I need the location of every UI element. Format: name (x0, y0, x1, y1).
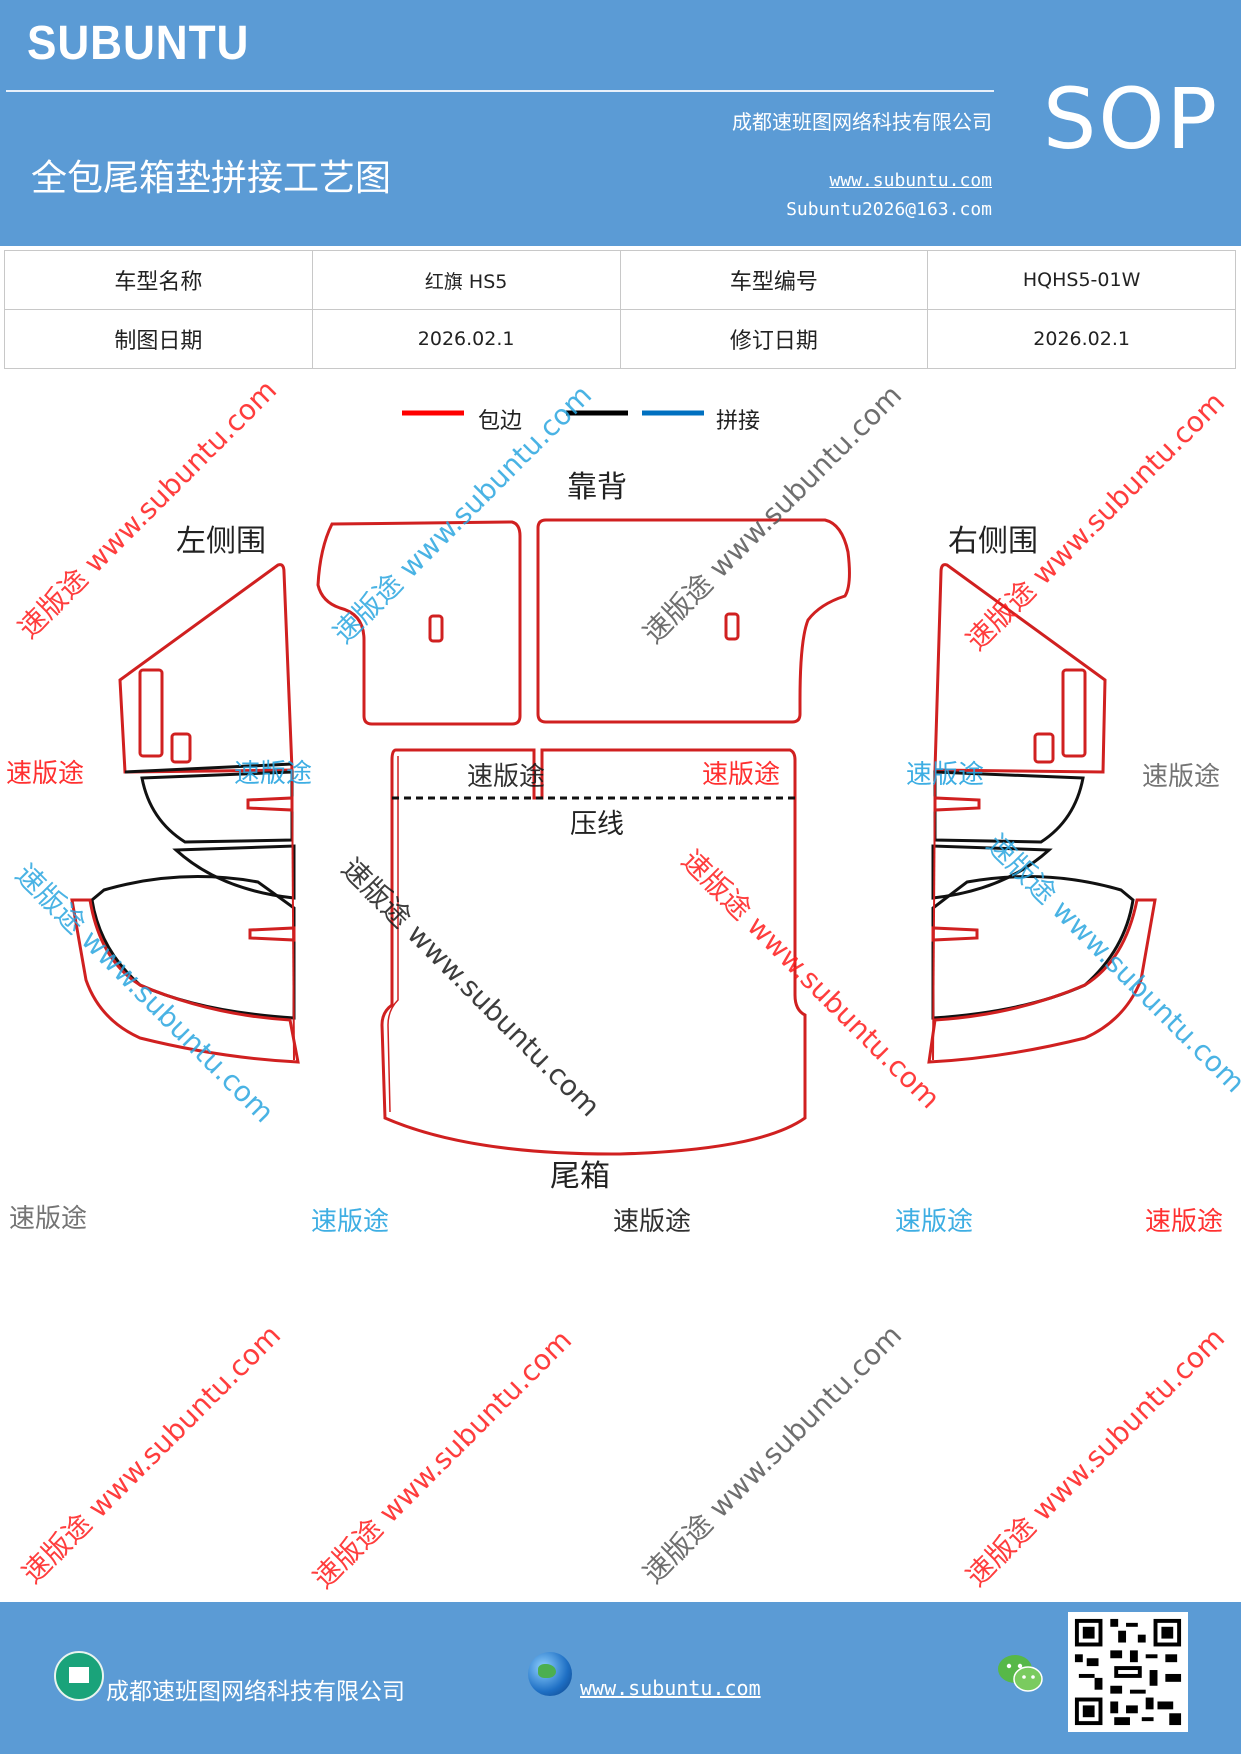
watermark-diagonal: 速版途 www.subuntu.com (675, 844, 947, 1116)
label-draw-date: 制图日期 (4, 309, 313, 369)
backrest-right-piece (536, 518, 851, 724)
watermark-brand: 速版途 (311, 1207, 389, 1237)
trunk-floor-inner (387, 756, 399, 1113)
table-row: 车型名称 红旗 HS5 车型编号 HQHS5-01W (4, 250, 1236, 310)
watermark-brand: 速版途 (895, 1207, 973, 1237)
watermark-diagonal: 速版途 www.subuntu.com (307, 1323, 579, 1595)
watermark-diagonal: 速版途 www.subuntu.com (637, 1318, 909, 1590)
header-website-link[interactable]: www.subuntu.com (829, 170, 992, 191)
globe-icon (528, 1652, 572, 1696)
header-company: 成都速班图网络科技有限公司 (732, 110, 992, 134)
left-stitch (291, 769, 295, 1061)
value-model-name: 红旗 HS5 (311, 250, 621, 310)
left-panel-4-tab (248, 926, 296, 942)
header-banner (0, 0, 1241, 246)
label-model-name: 车型名称 (4, 250, 313, 310)
watermark-diagonal: 速版途 www.subuntu.com (980, 828, 1241, 1100)
left-panel-seam-1 (124, 762, 293, 774)
left-panel-4 (90, 875, 296, 1020)
qr-code[interactable] (1068, 1612, 1188, 1732)
table-row: 制图日期 2026.02.1 修订日期 2026.02.1 (4, 309, 1236, 369)
watermark-diagonal: 速版途 www.subuntu.com (960, 385, 1232, 657)
backrest-left-slot (428, 614, 444, 643)
left-panel-2-tab (246, 796, 294, 812)
watermark-brand: 速版途 (613, 1207, 691, 1237)
watermark-brand: 速版途 (906, 760, 984, 790)
left-panel-3 (172, 844, 296, 900)
label-backrest: 靠背 (567, 470, 627, 505)
page-title: 全包尾箱垫拼接工艺图 (31, 158, 392, 199)
right-window-slot (1061, 668, 1087, 758)
watermark-brand: 速版途 (234, 759, 312, 789)
left-panel-2 (140, 770, 294, 844)
info-table: 车型名称 红旗 HS5 车型编号 HQHS5-01W 制图日期 2026.02.… (4, 250, 1236, 369)
sop-badge: SOP (1043, 70, 1220, 168)
header-email[interactable]: Subuntu2026@163.com (786, 199, 992, 220)
header-divider (6, 90, 994, 92)
watermark-diagonal: 速版途 www.subuntu.com (327, 378, 599, 650)
trunk-floor-piece (380, 748, 807, 1156)
right-upper-panel (933, 563, 1107, 774)
left-small-slot (170, 732, 192, 764)
left-upper-panel (118, 563, 294, 774)
label-crease: 压线 (570, 809, 624, 840)
backrest-left-piece (316, 520, 522, 726)
watermark-diagonal: 速版途 www.subuntu.com (960, 1321, 1232, 1593)
watermark-diagonal: 速版途 www.subuntu.com (335, 852, 607, 1124)
watermark-brand: 速版途 (6, 759, 84, 789)
right-small-slot (1033, 732, 1055, 764)
watermark-brand: 速版途 (702, 760, 780, 790)
footer-company: 成都速班图网络科技有限公司 (106, 1679, 405, 1705)
brand-logo: SUBUNTU (27, 17, 250, 70)
label-right-side: 右侧围 (948, 524, 1038, 559)
legend-label-seam: 拼接 (716, 409, 760, 434)
right-bottom-panel (927, 898, 1157, 1064)
label-trunk: 尾箱 (550, 1159, 610, 1194)
value-model-code: HQHS5-01W (927, 250, 1236, 310)
value-draw-date: 2026.02.1 (311, 309, 621, 369)
home-icon (54, 1651, 104, 1701)
watermark-brand: 速版途 (9, 1204, 87, 1234)
watermark-diagonal: 速版途 www.subuntu.com (16, 1318, 288, 1590)
left-bottom-panel (70, 898, 300, 1064)
legend-label-edge: 包边 (478, 409, 522, 434)
footer-website-link[interactable]: www.subuntu.com (580, 1676, 761, 1700)
watermark-brand: 速版途 (467, 762, 545, 792)
watermark-diagonal: 速版途 www.subuntu.com (9, 858, 281, 1130)
watermark-diagonal: 速版途 www.subuntu.com (637, 378, 909, 650)
right-panel-3 (931, 844, 1053, 900)
watermark-brand: 速版途 (1142, 762, 1220, 792)
right-panel-2 (933, 770, 1085, 844)
right-panel-2-tab (933, 796, 981, 812)
wechat-icon[interactable] (996, 1653, 1044, 1695)
watermark-diagonal: 速版途 www.subuntu.com (12, 373, 284, 645)
label-model-code: 车型编号 (619, 250, 929, 310)
left-window-slot (138, 668, 164, 758)
label-left-side: 左侧围 (176, 524, 266, 559)
backrest-right-slot (724, 612, 740, 641)
label-revise-date: 修订日期 (619, 309, 929, 369)
watermark-brand: 速版途 (1145, 1207, 1223, 1237)
right-stitch (932, 769, 936, 1061)
value-revise-date: 2026.02.1 (927, 309, 1236, 369)
right-panel-4-tab (931, 926, 979, 942)
